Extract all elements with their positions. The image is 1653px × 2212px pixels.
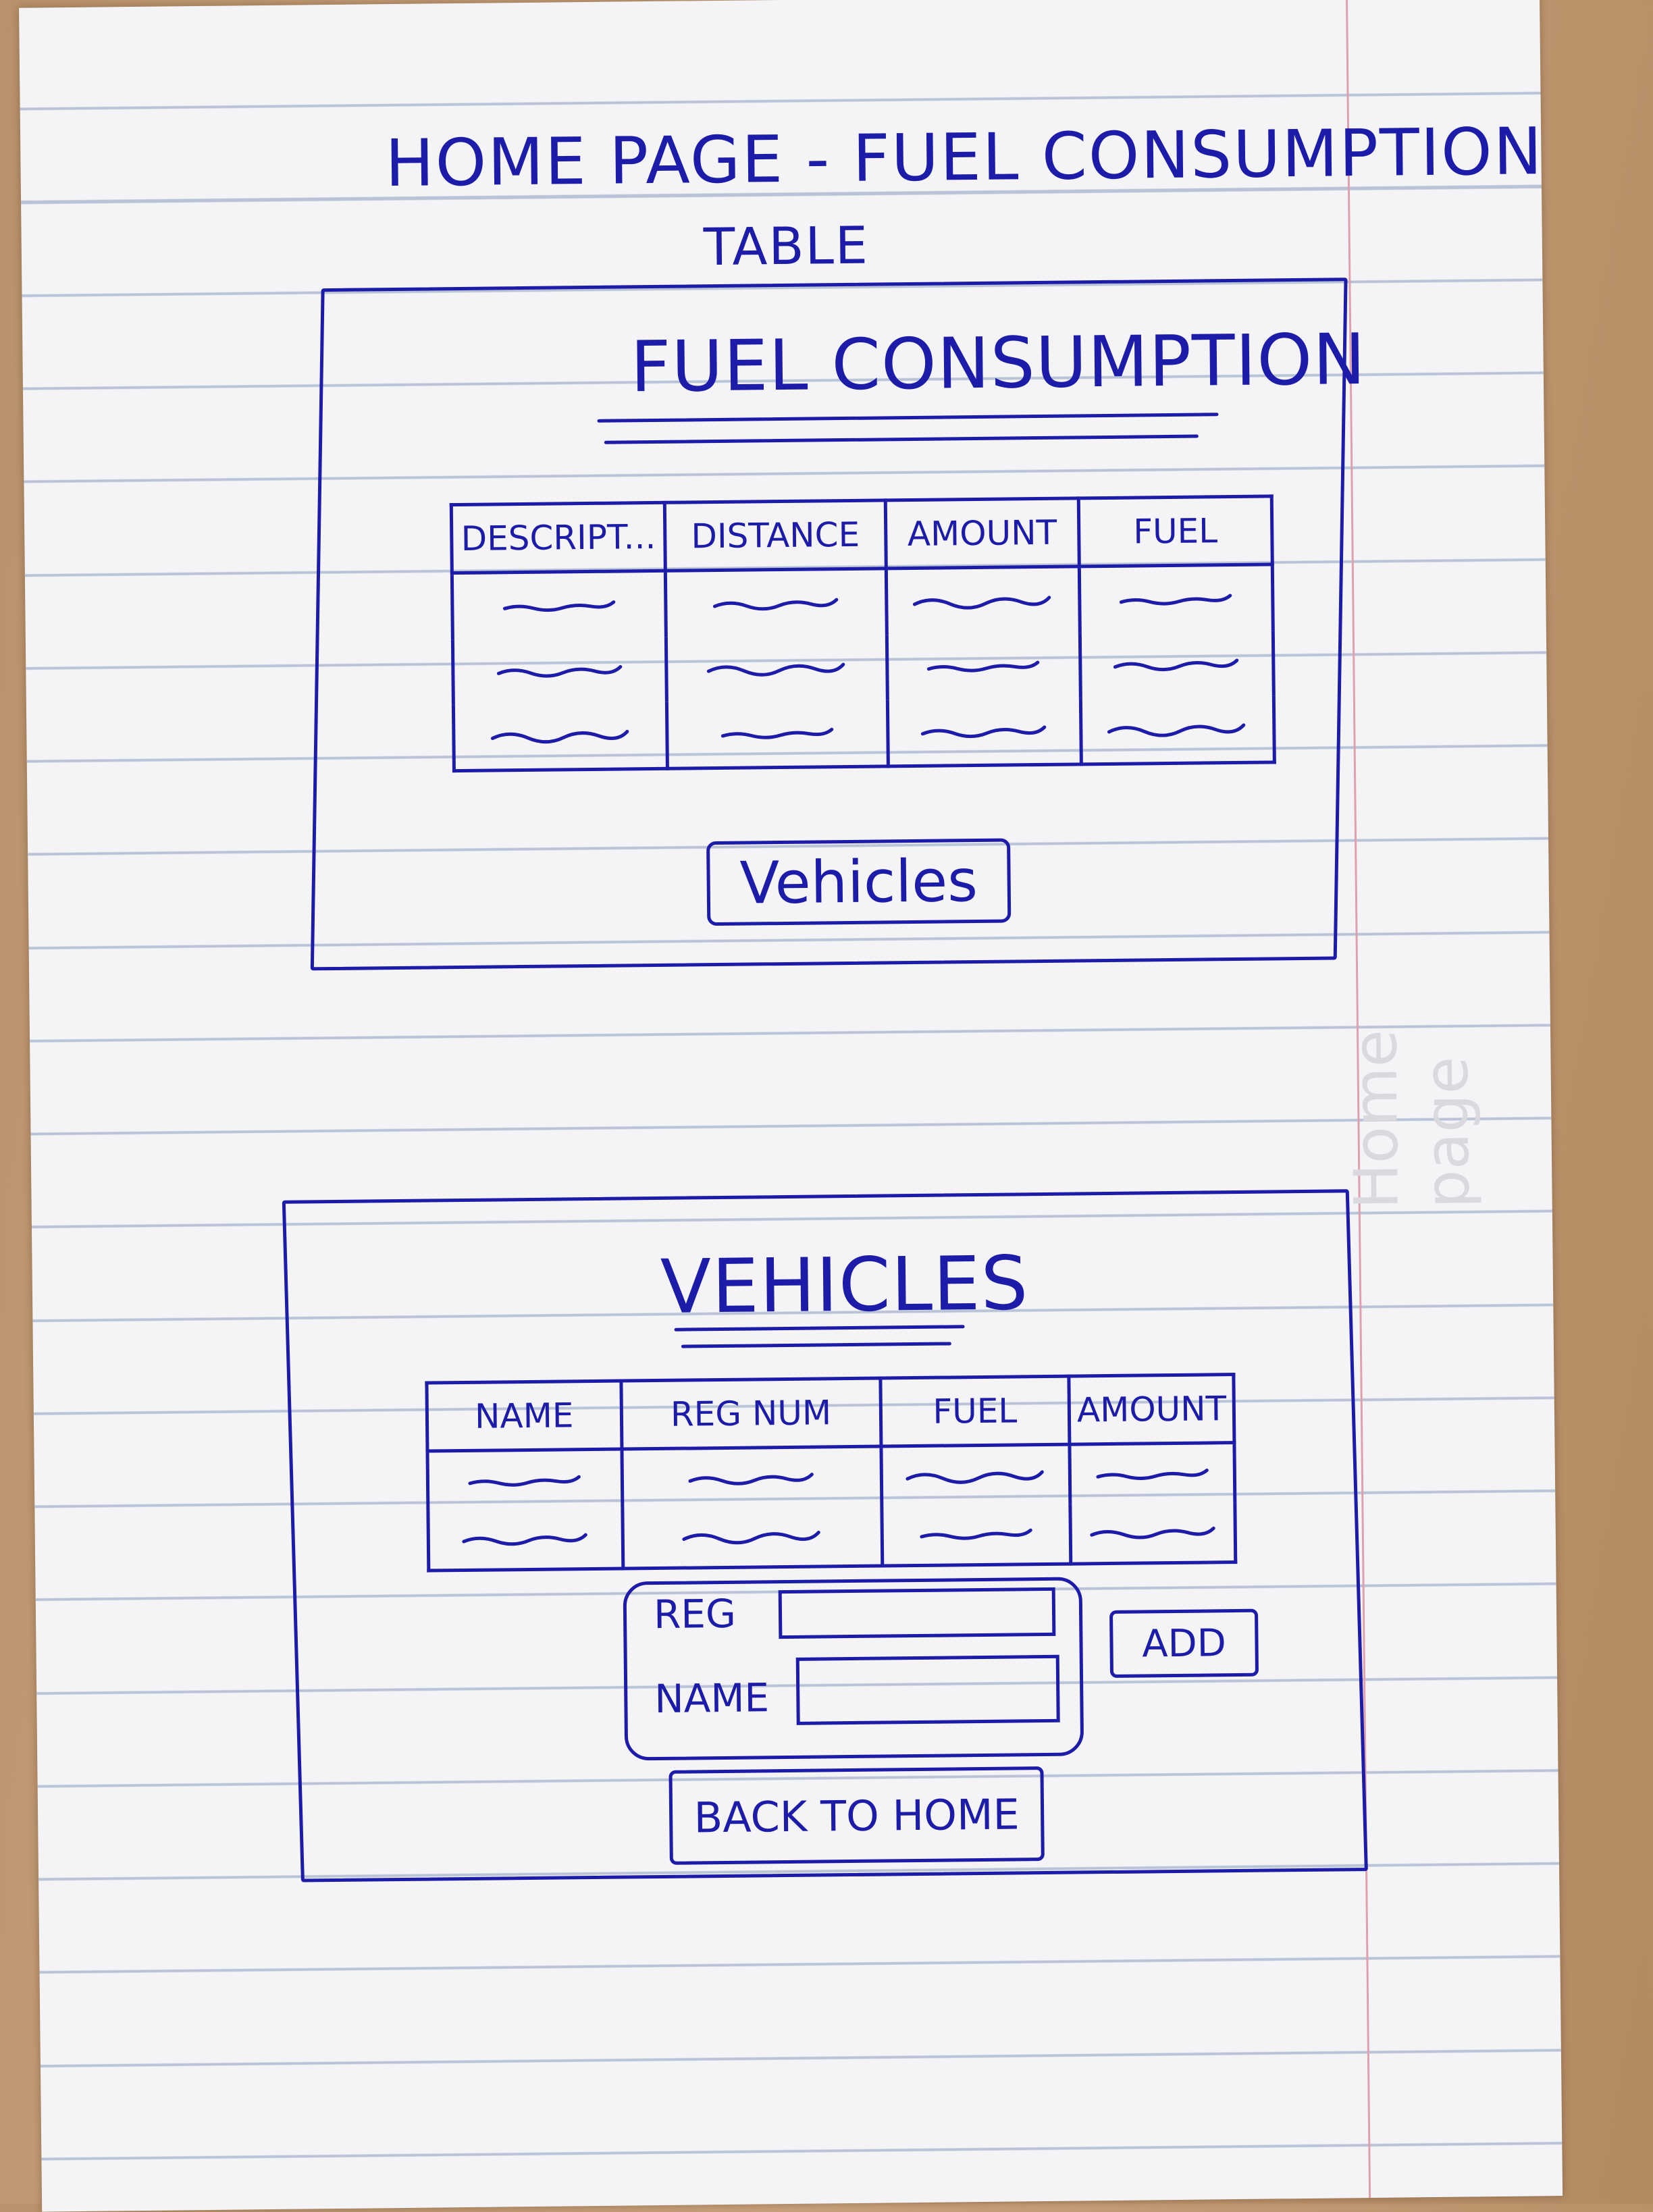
vehicles-title: VEHICLES xyxy=(660,1240,1029,1330)
table-cell xyxy=(1070,1502,1236,1564)
back-to-home-button-label: BACK TO HOME xyxy=(693,1789,1020,1842)
column-header-distance: DISTANCE xyxy=(664,500,886,571)
placeholder-scribble xyxy=(502,600,615,612)
name-input[interactable] xyxy=(795,1654,1060,1725)
table-cell xyxy=(1080,695,1275,764)
table-row xyxy=(452,564,1274,640)
vehicles-table: NAME REG NUM FUEL AMOUNT xyxy=(425,1373,1237,1573)
page-heading: HOME PAGE - FUEL CONSUMPTION xyxy=(384,113,1544,202)
placeholder-scribble xyxy=(1113,658,1239,672)
column-header-description: DESCRIPT... xyxy=(451,502,666,573)
table-cell xyxy=(1079,564,1274,633)
column-header-amount: AMOUNT xyxy=(885,498,1080,569)
placeholder-scribble xyxy=(712,598,839,611)
placeholder-scribble xyxy=(496,665,622,678)
name-label: NAME xyxy=(654,1675,770,1722)
placeholder-scribble xyxy=(720,727,834,739)
table-cell xyxy=(452,571,666,640)
placeholder-scribble xyxy=(1090,1526,1215,1539)
placeholder-scribble xyxy=(462,1533,588,1546)
placeholder-scribble xyxy=(1120,594,1232,606)
reg-input[interactable] xyxy=(778,1587,1056,1639)
column-header-fuel: FUEL xyxy=(1078,496,1273,567)
placeholder-scribble xyxy=(706,662,845,677)
placeholder-scribble xyxy=(1096,1468,1209,1481)
table-cell xyxy=(881,1444,1071,1506)
placeholder-scribble xyxy=(913,596,1051,610)
placeholder-scribble xyxy=(490,729,629,744)
vehicles-button[interactable]: Vehicles xyxy=(706,838,1012,926)
add-button[interactable]: ADD xyxy=(1109,1608,1259,1679)
table-cell xyxy=(881,1504,1072,1566)
table-cell xyxy=(622,1506,883,1569)
table-cell xyxy=(886,633,1081,700)
table-cell xyxy=(885,566,1080,635)
column-header-fuel: FUEL xyxy=(880,1376,1070,1447)
table-cell xyxy=(665,568,887,637)
placeholder-scribble xyxy=(1107,723,1246,737)
placeholder-scribble xyxy=(688,1473,814,1485)
fuel-consumption-title: FUEL CONSUMPTION xyxy=(630,317,1367,409)
add-button-label: ADD xyxy=(1141,1621,1227,1666)
table-header-row: DESCRIPT... DISTANCE AMOUNT FUEL xyxy=(451,496,1273,573)
table-row xyxy=(427,1442,1235,1511)
table-cell xyxy=(1070,1442,1235,1504)
placeholder-scribble xyxy=(920,1528,1032,1540)
table-header-row: NAME REG NUM FUEL AMOUNT xyxy=(426,1374,1234,1452)
column-header-name: NAME xyxy=(426,1381,622,1452)
placeholder-scribble xyxy=(682,1531,820,1545)
table-cell xyxy=(666,700,889,769)
table-cell xyxy=(621,1446,882,1509)
margin-note: Home page xyxy=(1340,1029,1484,1210)
placeholder-scribble xyxy=(921,725,1047,739)
table-cell xyxy=(453,702,668,771)
column-header-amount: AMOUNT xyxy=(1069,1374,1234,1445)
table-row xyxy=(452,631,1274,705)
table-row xyxy=(427,1502,1236,1571)
placeholder-scribble xyxy=(906,1470,1044,1484)
back-to-home-button[interactable]: BACK TO HOME xyxy=(668,1766,1045,1865)
table-cell xyxy=(887,697,1082,766)
table-row xyxy=(453,695,1275,771)
placeholder-scribble xyxy=(468,1475,581,1487)
notebook-paper: Home page HOME PAGE - FUEL CONSUMPTION T… xyxy=(19,0,1563,2212)
reg-label: REG xyxy=(653,1590,737,1638)
placeholder-scribble xyxy=(927,660,1040,673)
table-cell xyxy=(1080,631,1274,698)
fuel-consumption-table: DESCRIPT... DISTANCE AMOUNT FUEL xyxy=(450,494,1276,772)
column-header-reg-num: REG NUM xyxy=(621,1378,881,1450)
vehicles-button-label: Vehicles xyxy=(739,847,978,918)
table-cell xyxy=(666,635,887,702)
table-cell xyxy=(427,1508,623,1571)
table-cell xyxy=(427,1449,623,1511)
table-cell xyxy=(452,637,667,705)
page-heading-line2: TABLE xyxy=(703,215,870,278)
